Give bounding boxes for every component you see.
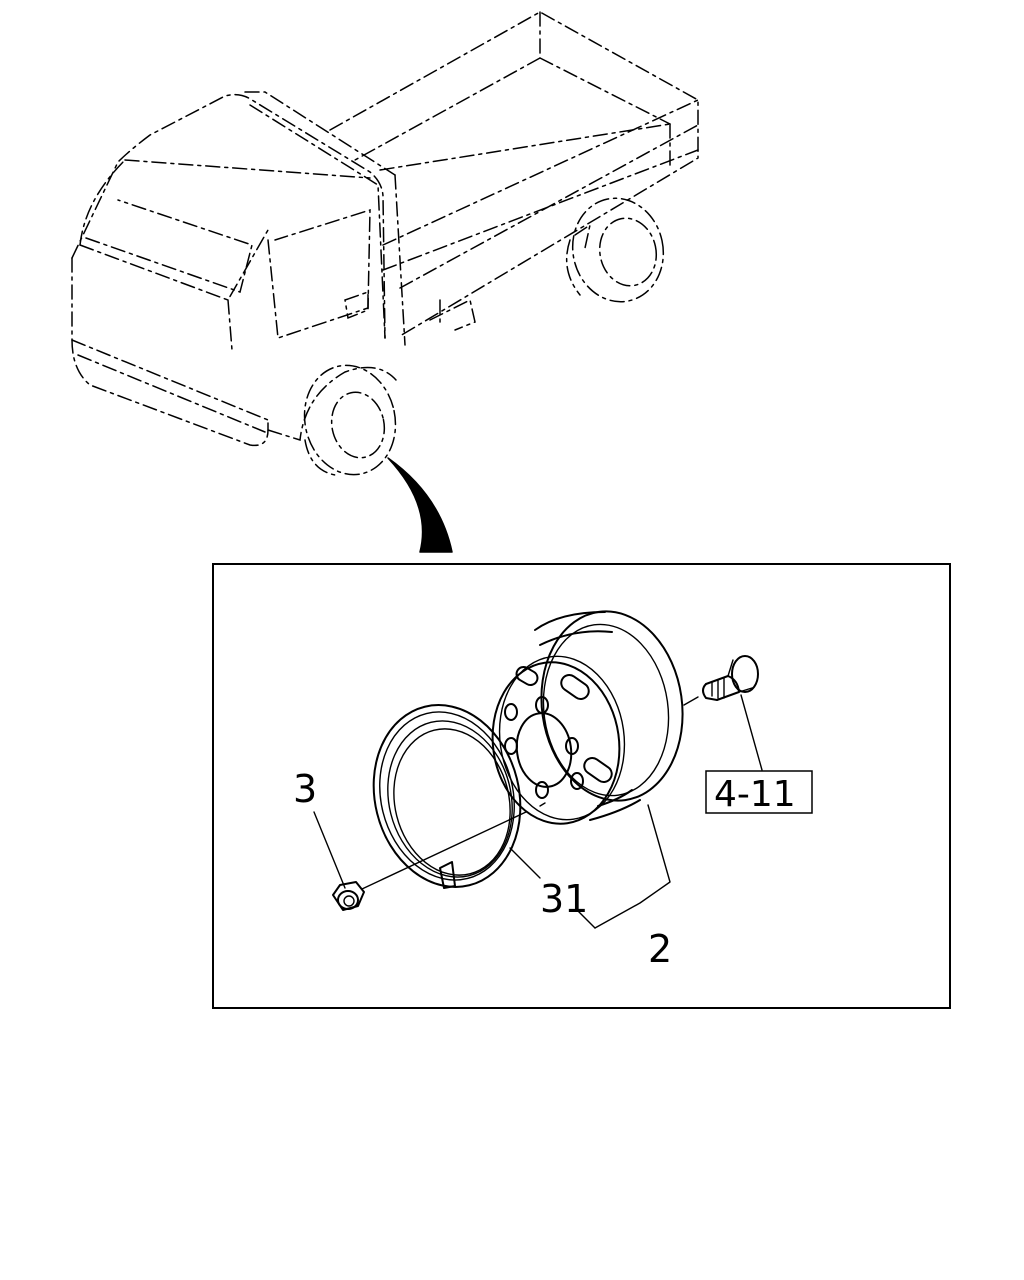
flange-ring xyxy=(372,704,522,889)
callout-nut: 3 xyxy=(293,767,317,811)
stud-holes xyxy=(504,696,584,799)
leader-lines xyxy=(313,694,763,929)
detail-frame xyxy=(212,563,951,1009)
cargo-bed xyxy=(244,11,699,346)
truck-illustration xyxy=(71,11,699,476)
vent-slots xyxy=(515,666,613,784)
wheel-disc xyxy=(491,610,684,825)
rear-wheel xyxy=(565,197,665,303)
callout-ring: 31 xyxy=(540,877,588,921)
callout-wheel-assembly: 2 xyxy=(648,927,672,971)
detail-pointer-arrow xyxy=(387,457,453,553)
hub-bolt-ref-box xyxy=(705,770,813,814)
axis-lines xyxy=(361,696,699,890)
callout-hub-bolt-ref: 4-11 xyxy=(714,774,796,815)
front-wheel xyxy=(303,364,397,476)
cab xyxy=(71,93,397,447)
wheel-nut xyxy=(332,881,365,911)
hub-bolt xyxy=(702,655,759,701)
